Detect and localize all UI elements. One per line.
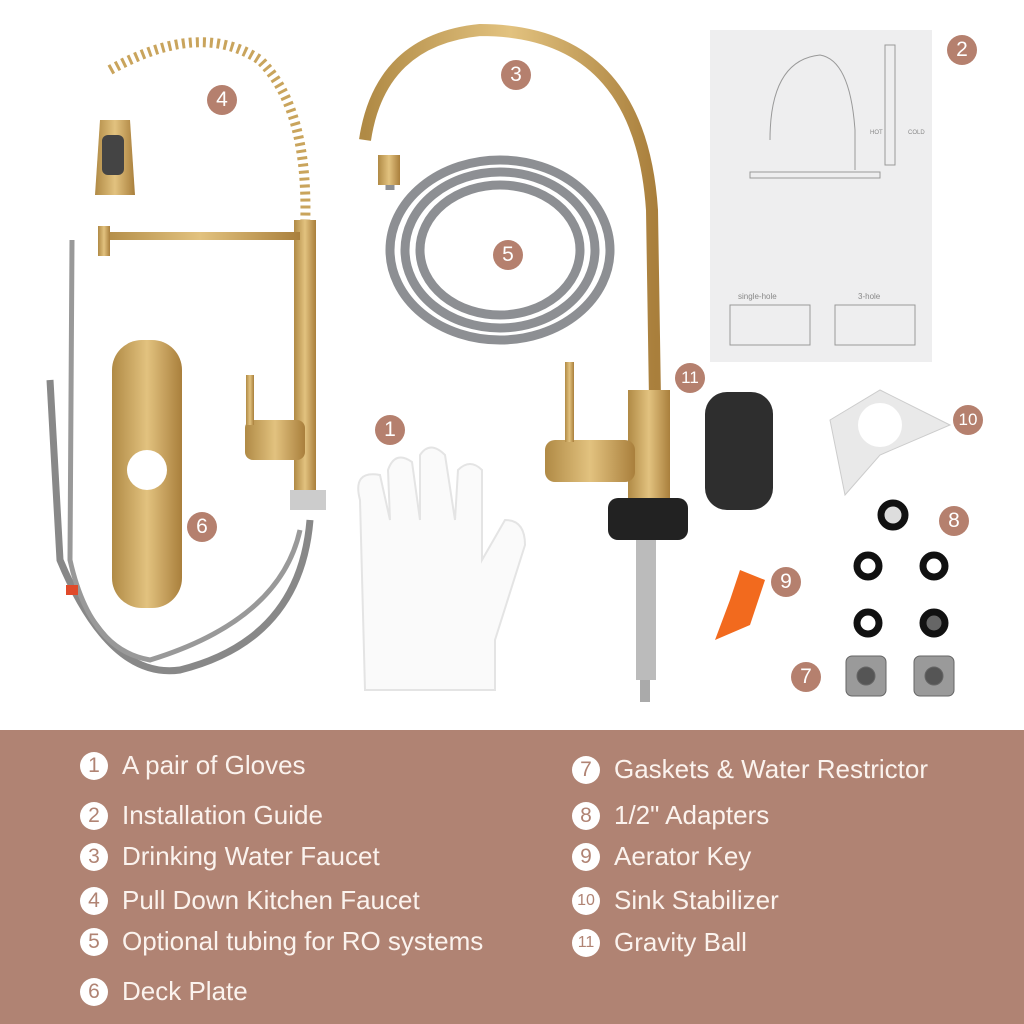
sink-stabilizer: [829, 389, 952, 497]
legend-label: Aerator Key: [614, 841, 752, 871]
guide-diagram: [729, 44, 916, 346]
legend-item: 5 Optional tubing for RO systems: [80, 926, 483, 957]
badge-1: 1: [375, 415, 405, 445]
legend-item: 10 Sink Stabilizer: [572, 885, 779, 916]
gravity-ball: [705, 392, 773, 510]
legend-number: 9: [572, 842, 600, 871]
badge-3: 3: [501, 60, 531, 90]
legend-label: Optional tubing for RO systems: [122, 926, 484, 956]
badge-11: 11: [675, 363, 705, 393]
legend-item: 4 Pull Down Kitchen Faucet: [80, 885, 420, 916]
legend-number: 8: [572, 801, 600, 830]
guide-label-three-hole: 3-hole: [858, 292, 881, 301]
gloves: [357, 446, 527, 691]
components-illustration: [46, 23, 955, 702]
legend-item: 2 Installation Guide: [80, 800, 323, 831]
pull-down-faucet: [46, 37, 326, 675]
guide-label-single-hole: single-hole: [738, 292, 777, 301]
legend-number: 1: [80, 751, 108, 780]
guide-label-cold: COLD: [908, 130, 925, 136]
legend-label: Sink Stabilizer: [614, 885, 779, 915]
legend-label: Gaskets & Water Restrictor: [614, 754, 928, 784]
legend-label: Pull Down Kitchen Faucet: [122, 885, 420, 915]
legend-number: 6: [80, 977, 108, 1006]
legend-item: 7 Gaskets & Water Restrictor: [572, 754, 928, 785]
badge-6: 6: [187, 512, 217, 542]
legend-number: 7: [572, 755, 600, 784]
legend-label: A pair of Gloves: [122, 750, 306, 780]
badge-8: 8: [939, 506, 969, 536]
legend-label: Gravity Ball: [614, 927, 747, 957]
guide-label-hot: HOT: [870, 130, 883, 136]
badge-10: 10: [953, 405, 983, 435]
legend-number: 5: [80, 927, 108, 956]
aerator-key: [715, 570, 765, 640]
gaskets: [853, 499, 949, 638]
badge-4: 4: [207, 85, 237, 115]
legend-label: Installation Guide: [122, 800, 323, 830]
badge-7: 7: [791, 662, 821, 692]
legend-item: 8 1/2" Adapters: [572, 800, 769, 831]
legend-number: 10: [572, 886, 600, 915]
legend-item: 1 A pair of Gloves: [80, 750, 306, 781]
badge-9: 9: [771, 567, 801, 597]
adapters: [845, 655, 955, 697]
legend-number: 2: [80, 801, 108, 830]
deck-plate: [112, 340, 182, 608]
legend-label: Deck Plate: [122, 976, 248, 1006]
legend-number: 11: [572, 928, 600, 957]
ro-tubing: [378, 155, 615, 345]
legend-label: Drinking Water Faucet: [122, 841, 380, 871]
legend-item: 11 Gravity Ball: [572, 927, 747, 958]
drinking-water-faucet: [359, 23, 688, 702]
legend-number: 3: [80, 842, 108, 871]
legend-item: 6 Deck Plate: [80, 976, 248, 1007]
legend-item: 9 Aerator Key: [572, 841, 751, 872]
legend-number: 4: [80, 886, 108, 915]
legend-label: 1/2" Adapters: [614, 800, 770, 830]
product-photo: single-hole 3-hole HOT COLD 1 2 3 4 5 6 …: [46, 23, 983, 702]
installation-guide: single-hole 3-hole HOT COLD: [710, 30, 932, 362]
legend-item: 3 Drinking Water Faucet: [80, 841, 380, 872]
badge-2: 2: [947, 35, 977, 65]
badge-5: 5: [493, 240, 523, 270]
